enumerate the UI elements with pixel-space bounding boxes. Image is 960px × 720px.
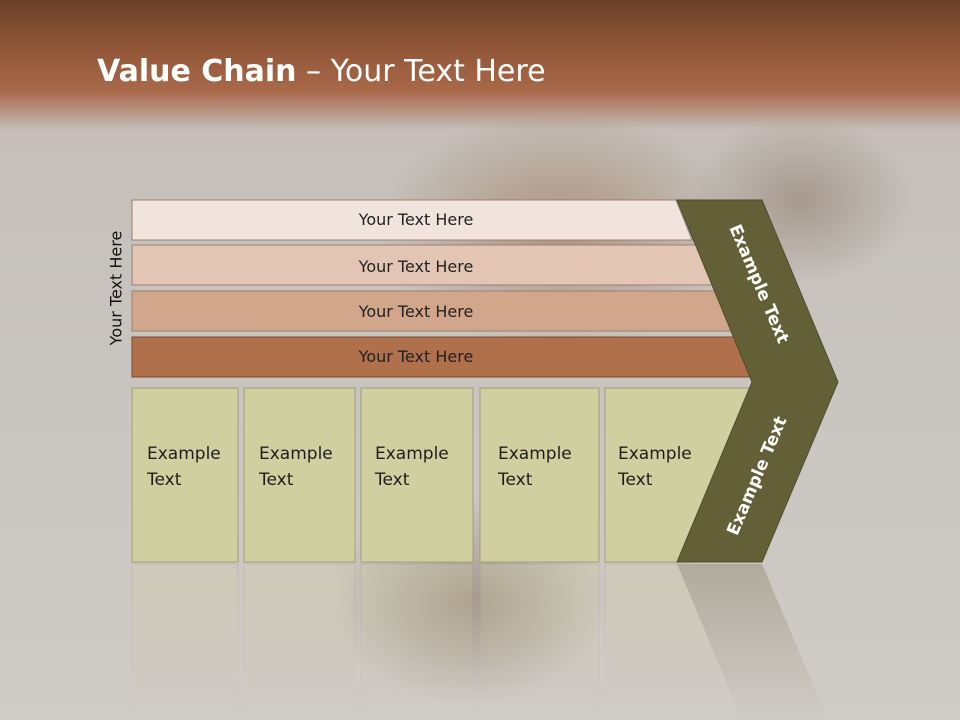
bar-3[interactable]: Your Text Here: [131, 290, 739, 332]
box-2-line2: Text: [258, 470, 294, 490]
box-5-line2: Text: [617, 470, 653, 490]
title-band: [0, 0, 960, 130]
box-4-line2: Text: [497, 470, 533, 490]
box-2-line1: Example: [259, 444, 333, 464]
box-3-line1: Example: [375, 444, 449, 464]
slide-title: Value Chain – Your Text Here: [97, 54, 546, 89]
box-1-line1: Example: [147, 444, 221, 464]
box-2[interactable]: Example Text: [243, 387, 356, 563]
bar-2[interactable]: Your Text Here: [131, 244, 716, 286]
box-3-line2: Text: [374, 470, 410, 490]
box-5-line1: Example: [618, 444, 692, 464]
box-4-line1: Example: [498, 444, 572, 464]
chevron-arrow[interactable]: Example Text Example Text: [676, 199, 839, 563]
bar-3-label: Your Text Here: [358, 302, 474, 321]
box-1-line2: Text: [146, 470, 182, 490]
box-4[interactable]: Example Text: [479, 387, 600, 563]
title-rest: – Your Text Here: [296, 54, 546, 89]
bar-4-label: Your Text Here: [358, 347, 474, 366]
reflection: [131, 563, 828, 720]
box-1[interactable]: Example Text: [131, 387, 239, 563]
title-bold: Value Chain: [97, 54, 297, 89]
bar-1[interactable]: Your Text Here: [131, 199, 693, 241]
box-3[interactable]: Example Text: [360, 387, 474, 563]
bar-1-label: Your Text Here: [358, 210, 474, 229]
bar-4[interactable]: Your Text Here: [131, 336, 763, 378]
bar-2-label: Your Text Here: [358, 257, 474, 276]
box-5[interactable]: Example Text: [604, 387, 763, 563]
